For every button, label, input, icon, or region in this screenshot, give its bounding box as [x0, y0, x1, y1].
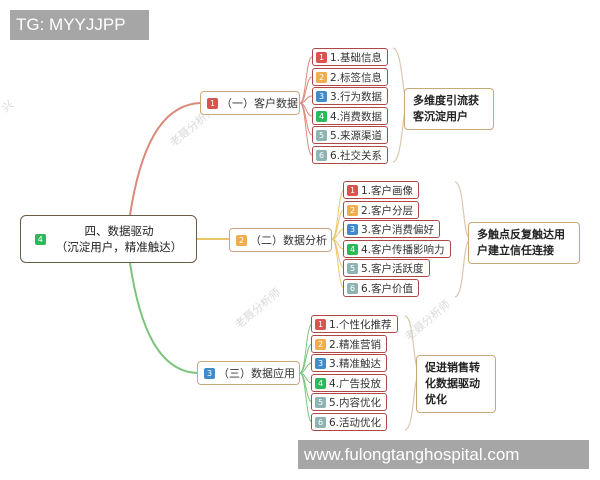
summary-customer-data[interactable]: 多维度引流获客沉淀用户 — [404, 88, 494, 130]
leaf-label: 5.客户活跃度 — [361, 262, 424, 275]
leaf-item[interactable]: 6 6.活动优化 — [311, 413, 387, 431]
number-badge-icon: 1 — [316, 51, 327, 63]
leaf-label: 3.客户消费偏好 — [361, 223, 435, 236]
leaf-item[interactable]: 2 2.精准营销 — [311, 335, 387, 353]
leaf-item[interactable]: 5 5.来源渠道 — [312, 126, 388, 144]
leaf-label: 6.客户价值 — [361, 282, 414, 295]
root-subtitle: （沉淀用户，精准触达） — [55, 240, 183, 254]
leaf-item[interactable]: 6 6.社交关系 — [312, 146, 388, 164]
number-badge-icon: 1 — [207, 97, 218, 109]
leaf-label: 2.客户分层 — [361, 204, 414, 217]
leaf-label: 4.广告投放 — [329, 377, 382, 390]
number-badge-icon: 4 — [316, 110, 327, 122]
leaf-label: 3.精准触达 — [329, 357, 382, 370]
leaf-item[interactable]: 3 3.行为数据 — [312, 87, 388, 105]
number-badge-icon: 5 — [347, 262, 358, 274]
number-badge-icon: 3 — [347, 223, 358, 235]
root-node[interactable]: 4 四、数据驱动 （沉淀用户，精准触达） — [20, 215, 197, 263]
branch-data-application[interactable]: 3 （三）数据应用 — [197, 361, 300, 385]
leaf-item[interactable]: 4 4.广告投放 — [311, 374, 387, 392]
leaf-label: 4.客户传播影响力 — [361, 243, 445, 256]
number-badge-icon: 1 — [315, 318, 326, 330]
leaf-label: 1.个性化推荐 — [329, 318, 392, 331]
leaf-item[interactable]: 4 4.消费数据 — [312, 107, 388, 125]
number-badge-icon: 3 — [204, 367, 215, 379]
leaf-item[interactable]: 2 2.标签信息 — [312, 68, 388, 86]
leaf-item[interactable]: 6 6.客户价值 — [343, 279, 419, 297]
number-badge-icon: 6 — [316, 149, 327, 161]
number-badge-icon: 6 — [315, 416, 326, 428]
number-badge-icon: 2 — [315, 338, 326, 350]
number-badge-icon: 3 — [316, 90, 327, 102]
leaf-label: 3.行为数据 — [330, 90, 383, 103]
leaf-label: 2.标签信息 — [330, 71, 383, 84]
leaf-label: 6.社交关系 — [330, 149, 383, 162]
leaf-label: 6.活动优化 — [329, 416, 382, 429]
number-badge-icon: 1 — [347, 184, 358, 196]
number-badge-icon: 2 — [316, 71, 327, 83]
number-badge-icon: 5 — [316, 129, 327, 141]
summary-data-analysis[interactable]: 多触点反复触达用户建立信任连接 — [468, 222, 580, 264]
branch-label: （三）数据应用 — [218, 367, 295, 380]
leaf-item[interactable]: 5 5.内容优化 — [311, 393, 387, 411]
number-badge-icon: 6 — [347, 282, 358, 294]
leaf-item[interactable]: 3 3.客户消费偏好 — [343, 220, 440, 238]
branch-data-analysis[interactable]: 2 （二）数据分析 — [229, 228, 332, 252]
leaf-item[interactable]: 5 5.客户活跃度 — [343, 259, 430, 277]
leaf-item[interactable]: 3 3.精准触达 — [311, 354, 387, 372]
number-badge-icon: 2 — [236, 234, 247, 246]
number-badge-icon: 2 — [347, 204, 358, 216]
leaf-label: 4.消费数据 — [330, 110, 383, 123]
leaf-item[interactable]: 1 1.个性化推荐 — [311, 315, 398, 333]
branch-label: （二）数据分析 — [250, 234, 327, 247]
branch-customer-data[interactable]: 1 （一）客户数据 — [200, 91, 300, 115]
number-badge-icon: 5 — [315, 396, 326, 408]
leaf-label: 1.客户画像 — [361, 184, 414, 197]
leaf-item[interactable]: 4 4.客户传播影响力 — [343, 240, 451, 258]
number-badge-icon: 4 — [347, 243, 358, 255]
number-badge-icon: 4 — [315, 377, 326, 389]
number-badge-icon: 4 — [34, 233, 46, 245]
root-title: 四、数据驱动 — [84, 224, 154, 238]
leaf-label: 5.内容优化 — [329, 396, 382, 409]
leaf-item[interactable]: 2 2.客户分层 — [343, 201, 419, 219]
top-overlay-label: TG: MYYJJPP — [10, 10, 149, 40]
leaf-label: 2.精准营销 — [329, 338, 382, 351]
number-badge-icon: 3 — [315, 357, 326, 369]
bottom-overlay-label: www.fulongtanghospital.com — [298, 440, 589, 469]
leaf-label: 5.来源渠道 — [330, 129, 383, 142]
leaf-item[interactable]: 1 1.基础信息 — [312, 48, 388, 66]
branch-label: （一）客户数据 — [221, 97, 298, 110]
leaf-label: 1.基础信息 — [330, 51, 383, 64]
leaf-item[interactable]: 1 1.客户画像 — [343, 181, 419, 199]
summary-data-application[interactable]: 促进销售转化数据驱动优化 — [416, 355, 496, 413]
